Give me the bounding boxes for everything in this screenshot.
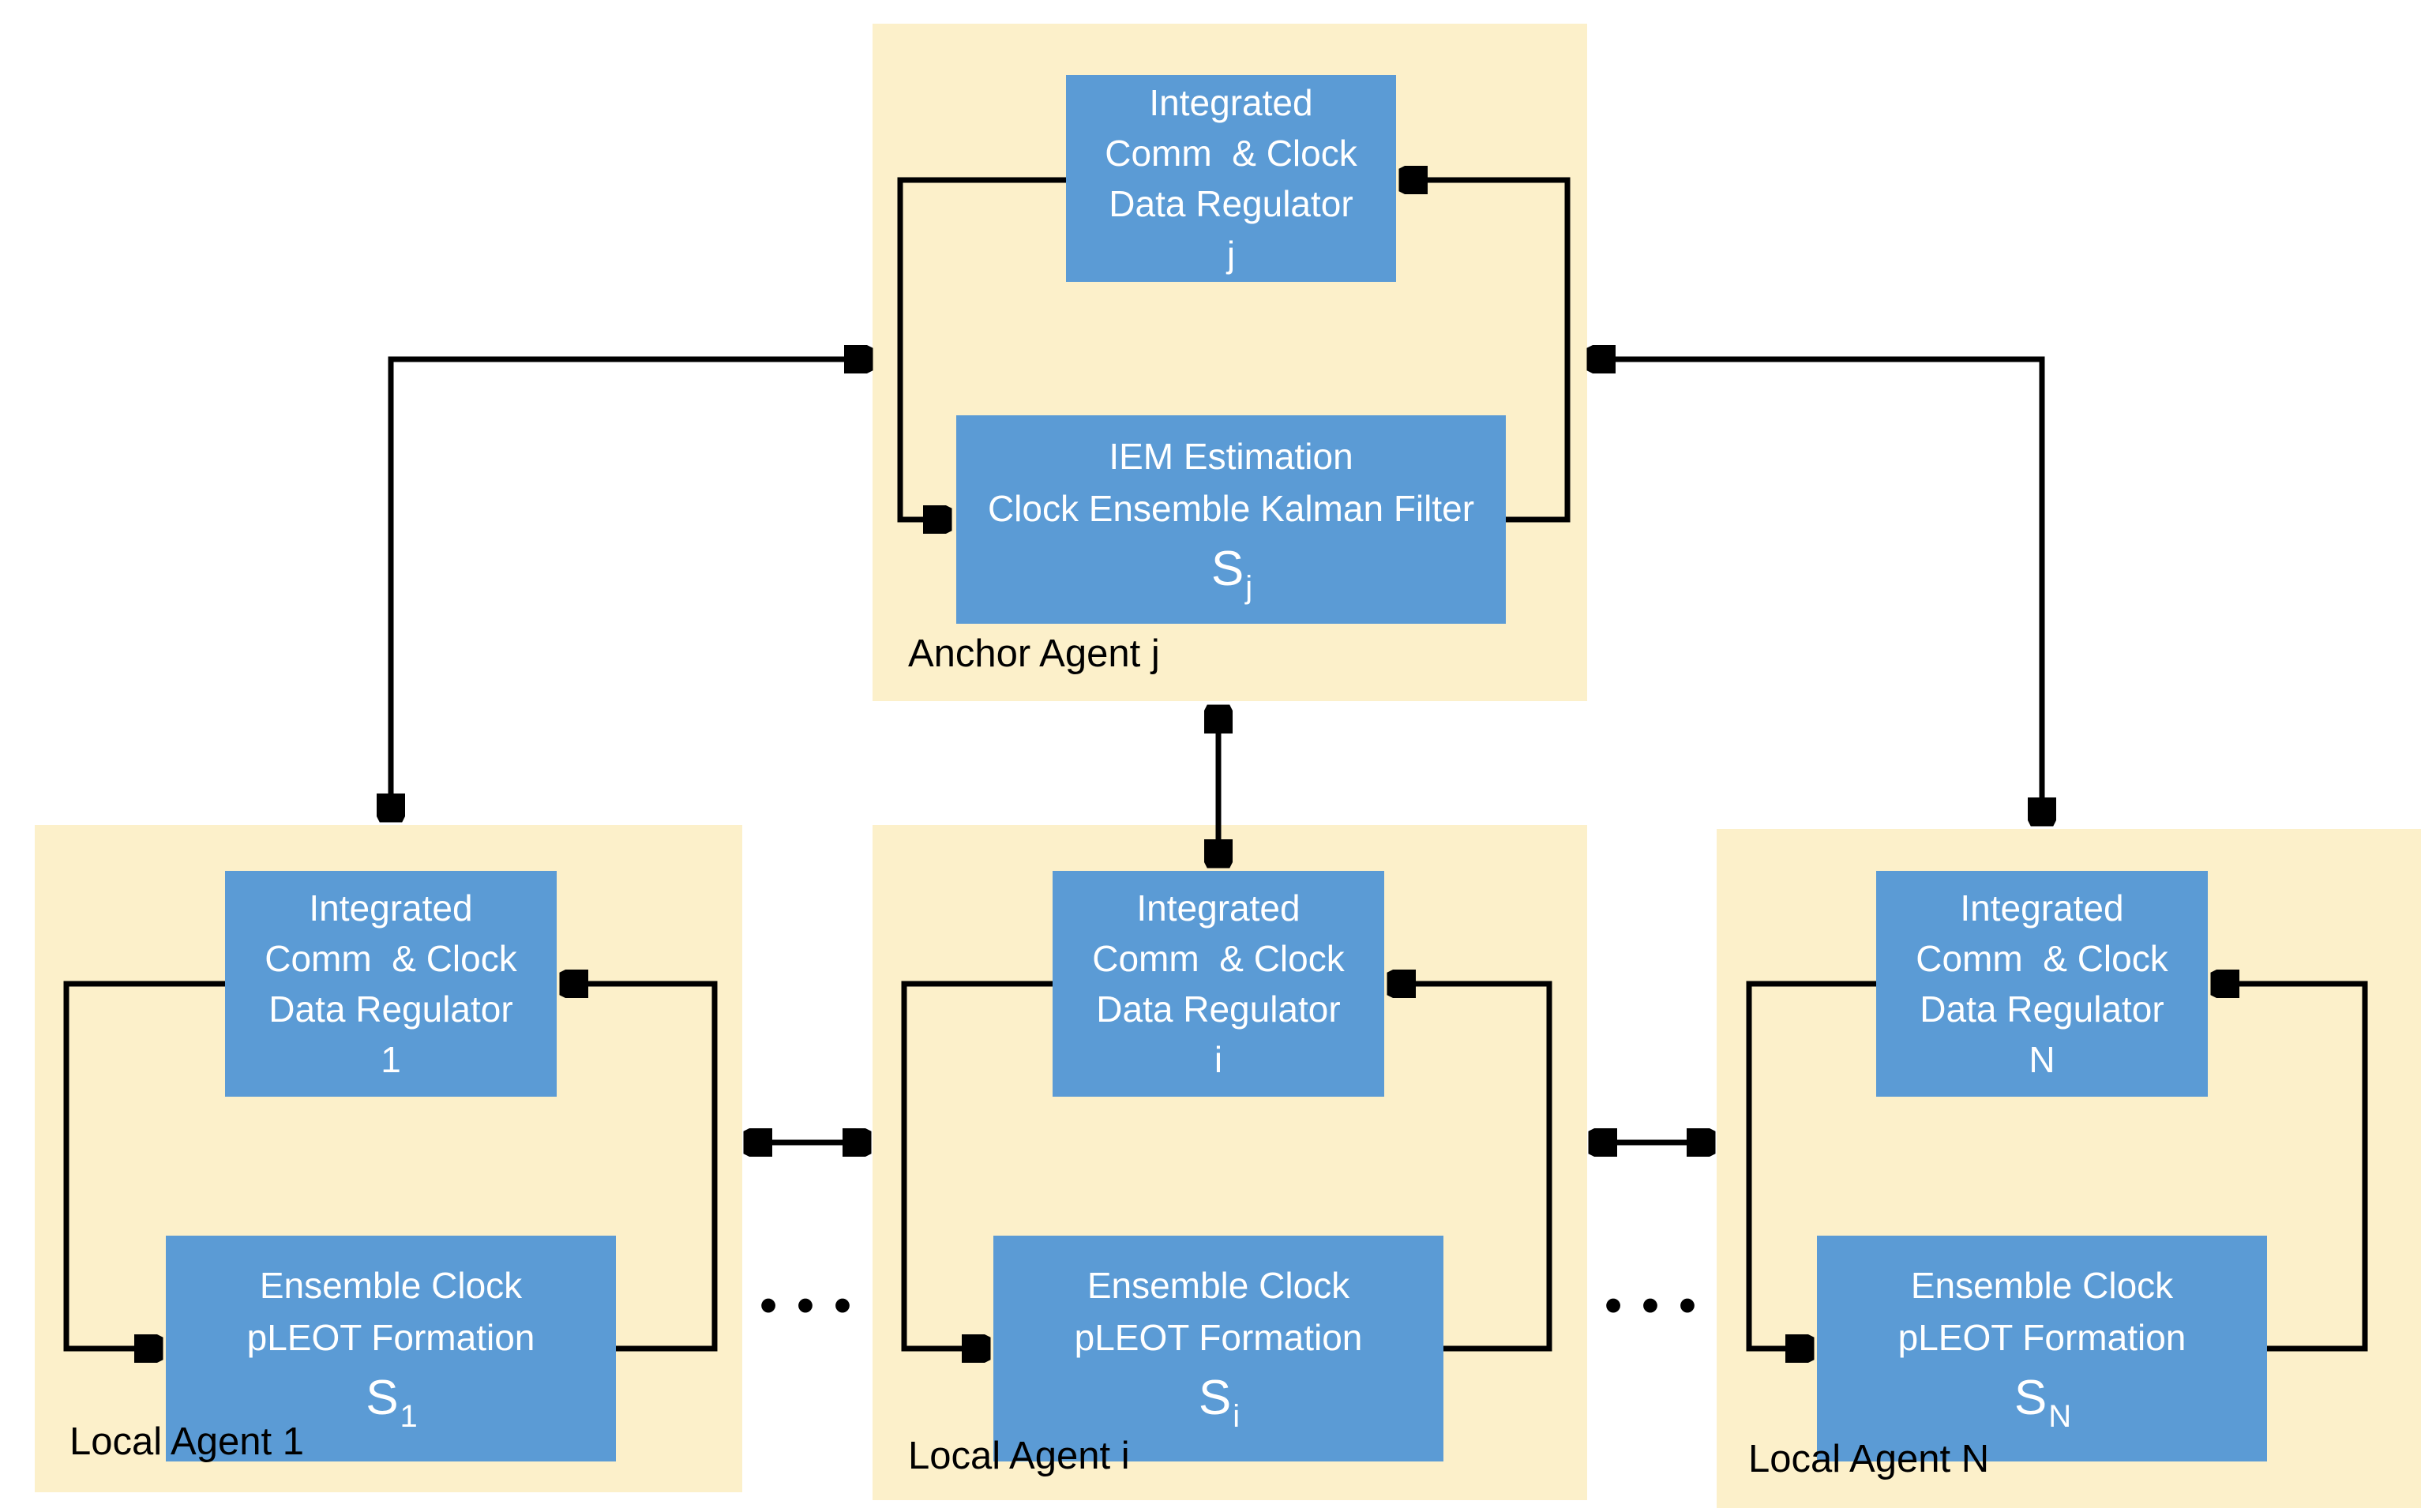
block-text-line: Data Regulator (268, 989, 513, 1030)
agenti-regulator-block: Integrated Comm & Clock Data Regulator i (1053, 871, 1384, 1097)
block-text-line: Integrated (1960, 887, 2124, 929)
anchor-agentN-elbow-arrow (1591, 359, 2042, 822)
block-text-line: Comm & Clock (1092, 938, 1345, 979)
s-symbol: SN (2014, 1364, 2072, 1439)
block-text-line: Ensemble Clock (1087, 1264, 1350, 1306)
anchor-kalman-filter-block: IEM Estimation Clock Ensemble Kalman Fil… (956, 415, 1506, 624)
s-symbol-subscript: j (1245, 569, 1253, 605)
block-text-line: Data Regulator (1096, 989, 1341, 1030)
s-symbol-subscript: 1 (400, 1398, 418, 1434)
block-text-line: N (2029, 1039, 2055, 1080)
block-text-line: Data Regulator (1109, 183, 1353, 224)
s-symbol-subscript: N (2048, 1398, 2072, 1434)
anchor-agent-label: Anchor Agent j (908, 632, 1160, 675)
s-symbol: Si (1198, 1364, 1241, 1439)
agentN-regulator-block: Integrated Comm & Clock Data Regulator N (1876, 871, 2208, 1097)
block-text-line: Data Regulator (1920, 989, 2164, 1030)
block-text-line: Integrated (309, 887, 473, 929)
s-symbol-base: S (1210, 541, 1244, 596)
block-text-line: j (1226, 234, 1236, 275)
local-agent-n-label: Local Agent N (1748, 1438, 1990, 1480)
agentN-formation-block: Ensemble Clock pLEOT Formation SN (1817, 1236, 2267, 1461)
ellipsis-dots: • • • (760, 1278, 854, 1333)
block-text-line: Comm & Clock (1916, 938, 2168, 979)
block-text-line: 1 (381, 1039, 401, 1080)
block-text-line: Integrated (1149, 82, 1313, 123)
block-text-line: Comm & Clock (1105, 133, 1357, 174)
anchor-agent1-elbow-arrow (391, 359, 869, 818)
local-agent-i-label: Local Agent i (908, 1435, 1130, 1477)
block-text-line: Ensemble Clock (1910, 1264, 2174, 1306)
s-symbol-subscript: i (1233, 1398, 1241, 1434)
block-text-line: Ensemble Clock (259, 1264, 523, 1306)
block-text-line: Integrated (1136, 887, 1301, 929)
anchor-regulator-block: Integrated Comm & Clock Data Regulator j (1066, 75, 1396, 282)
s-symbol-base: S (1198, 1370, 1232, 1425)
local-agent-1-label: Local Agent 1 (69, 1420, 304, 1463)
s-symbol-base: S (366, 1370, 399, 1425)
block-text-line: pLEOT Formation (246, 1316, 535, 1358)
s-symbol: Sj (1210, 535, 1253, 610)
ellipsis-dots: • • • (1605, 1278, 1699, 1333)
block-text-line: Comm & Clock (265, 938, 517, 979)
agent1-regulator-block: Integrated Comm & Clock Data Regulator 1 (225, 871, 557, 1097)
block-text-line: pLEOT Formation (1897, 1316, 2186, 1358)
agenti-formation-block: Ensemble Clock pLEOT Formation Si (993, 1236, 1443, 1461)
block-text-line: i (1214, 1039, 1223, 1080)
block-text-line: pLEOT Formation (1074, 1316, 1363, 1358)
agent1-formation-block: Ensemble Clock pLEOT Formation S1 (166, 1236, 616, 1461)
block-text-line: IEM Estimation (1109, 435, 1353, 477)
s-symbol-base: S (2014, 1370, 2048, 1425)
block-text-line: Clock Ensemble Kalman Filter (987, 487, 1475, 529)
s-symbol: S1 (366, 1364, 418, 1439)
